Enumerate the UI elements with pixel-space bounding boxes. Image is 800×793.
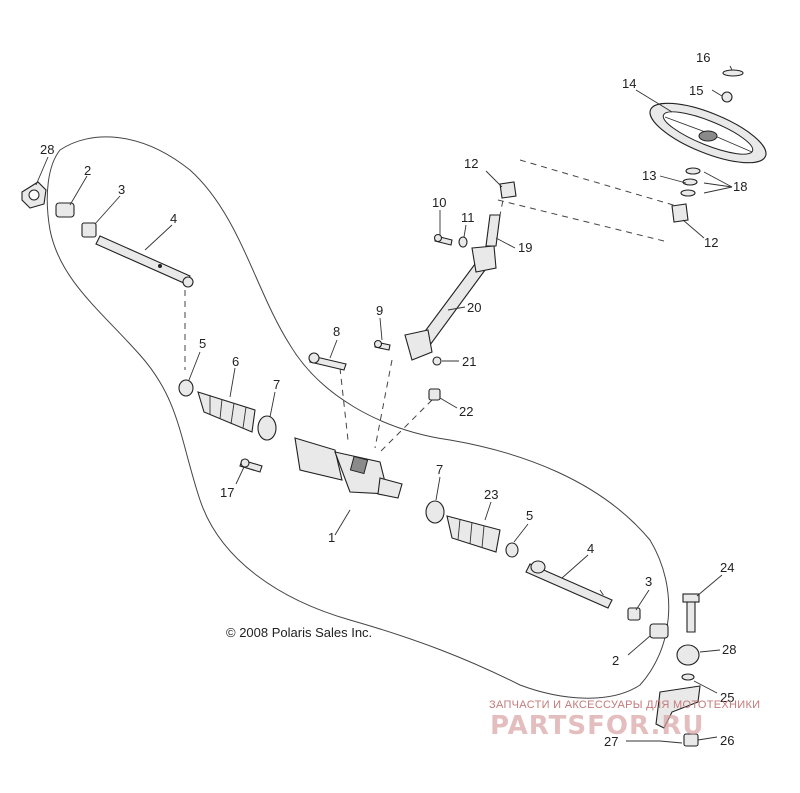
bushing-12-top: [499, 181, 517, 199]
bolt-9: [373, 339, 391, 351]
nut-21: [432, 356, 442, 366]
bolt-8: [308, 352, 347, 371]
callout-28-left: 28: [40, 142, 54, 157]
callout-26: 26: [720, 733, 734, 748]
callout-2-left: 2: [84, 163, 91, 178]
callout-10: 10: [432, 195, 446, 210]
washer-11: [458, 236, 468, 248]
callout-2-right: 2: [612, 653, 619, 668]
callout-4-left: 4: [170, 211, 177, 226]
callout-3-right: 3: [645, 574, 652, 589]
callout-14: 14: [622, 76, 636, 91]
callout-22: 22: [459, 404, 473, 419]
boot-clamp-right: [505, 542, 519, 558]
inner-tie-rod-right: [525, 560, 613, 609]
upper-shaft-19: [485, 214, 501, 247]
washers-13-18: [680, 167, 701, 197]
callout-9: 9: [376, 303, 383, 318]
callout-11: 11: [461, 210, 475, 225]
callout-18: 18: [733, 179, 747, 194]
jam-nut-right: [649, 623, 669, 639]
bolt-10: [433, 233, 453, 246]
ball-joint-right: [676, 644, 700, 666]
watermark-subtitle: ЗАПЧАСТИ И АКСЕССУАРЫ ДЛЯ МОТОТЕХНИКИ: [489, 699, 761, 711]
nut-left: [81, 222, 97, 238]
callout-20: 20: [467, 300, 481, 315]
boot-clamp-7-left: [257, 415, 277, 441]
jam-nut-left: [55, 202, 75, 218]
bolt-24: [682, 593, 700, 633]
callout-3-left: 3: [118, 182, 125, 197]
callout-7-left: 7: [273, 377, 280, 392]
steering-rack-housing: [294, 437, 403, 499]
callout-28-right: 28: [722, 642, 736, 657]
callout-27: 27: [604, 734, 618, 749]
inner-tie-rod-left: [95, 235, 194, 288]
watermark-logo: PARTSFOR.RU: [490, 711, 705, 741]
bushing-12-bottom: [671, 203, 689, 223]
bellows-boot-right: [446, 515, 501, 553]
bellows-boot-left: [197, 391, 256, 433]
callout-5-right: 5: [526, 508, 533, 523]
boot-clamp-left: [178, 379, 194, 397]
callout-17: 17: [220, 485, 234, 500]
assembly-group-outline: [46, 136, 670, 699]
callout-15: 15: [689, 83, 703, 98]
steering-shaft: [404, 245, 497, 361]
callout-21: 21: [462, 354, 476, 369]
callout-7-right: 7: [436, 462, 443, 477]
callout-19: 19: [518, 240, 532, 255]
alignment-lines: [184, 159, 681, 606]
cap-16: [722, 69, 744, 77]
nut-right: [627, 607, 641, 621]
nut-22: [428, 388, 441, 401]
bolt-17: [239, 458, 263, 473]
tie-rod-end-left: [21, 181, 47, 209]
callout-23: 23: [484, 487, 498, 502]
copyright-notice: © 2008 Polaris Sales Inc.: [226, 625, 373, 640]
callout-13: 13: [642, 168, 656, 183]
callout-8: 8: [333, 324, 340, 339]
cotter-pin-27: [659, 740, 683, 744]
callout-12-bottom: 12: [704, 235, 718, 250]
callout-12-top: 12: [464, 156, 478, 171]
callout-4-right: 4: [587, 541, 594, 556]
callout-6: 6: [232, 354, 239, 369]
boot-clamp-7-right: [425, 500, 445, 524]
bracket: [655, 685, 701, 729]
leader-lines: [35, 65, 733, 742]
callout-25: 25: [720, 690, 734, 705]
callout-24: 24: [720, 560, 734, 575]
callout-5-left: 5: [199, 336, 206, 351]
steering-wheel: [649, 102, 767, 164]
washer-25: [681, 673, 695, 681]
callout-1: 1: [328, 530, 335, 545]
nut-15: [721, 91, 733, 103]
callout-16: 16: [696, 50, 710, 65]
callout-numbers: 28 2 3 4 5 6 7 8 9 10 11 12 13 14 15 16 …: [40, 50, 747, 749]
